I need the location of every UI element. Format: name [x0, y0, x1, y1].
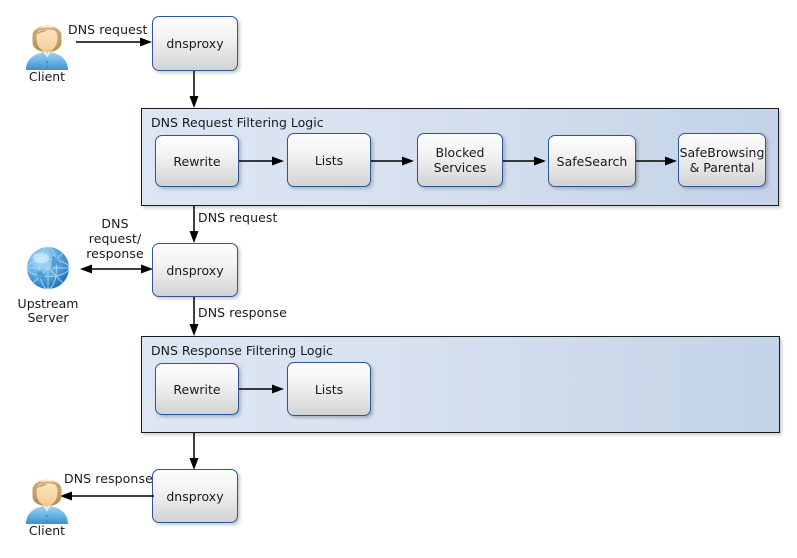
edge-label-proxy-to-response-group: DNS response: [198, 305, 287, 320]
edge-label-proxy-to-client: DNS response: [64, 471, 153, 486]
response-stage-rewrite[interactable]: Rewrite: [155, 363, 239, 415]
request-stage-safesearch[interactable]: SafeSearch: [548, 135, 636, 187]
arrow-dnsproxy-middle-to-response-group: [189, 297, 199, 336]
dns-response-filtering-title: DNS Response Filtering Logic: [151, 343, 333, 358]
arrow-response-group-to-dnsproxy-bottom: [189, 433, 199, 470]
dnsproxy-top[interactable]: dnsproxy: [152, 16, 238, 71]
arrow-lists-to-blocked-services: [371, 156, 414, 166]
arrow-dnsproxy-top-to-request-group: [189, 71, 199, 108]
upstream-server-caption: Upstream Server: [17, 296, 79, 325]
edge-label-upstream-exchange: DNS request/ response: [86, 216, 144, 261]
arrow-request-group-to-dnsproxy-middle: [189, 206, 199, 243]
arrow-rewrite-to-lists-response: [239, 384, 284, 394]
dnsproxy-middle[interactable]: dnsproxy: [152, 243, 238, 297]
client-icon: [18, 466, 76, 524]
arrow-client-to-dnsproxy-top: [76, 37, 152, 47]
request-stage-blocked-services[interactable]: Blocked Services: [417, 133, 503, 187]
request-stage-lists[interactable]: Lists: [287, 133, 371, 187]
globe-icon: [22, 242, 74, 294]
request-stage-safebrowsing-parental[interactable]: SafeBrowsing & Parental: [678, 133, 766, 187]
dnsproxy-bottom[interactable]: dnsproxy: [152, 469, 238, 523]
arrow-rewrite-to-lists-request: [239, 156, 284, 166]
edge-label-client-to-proxy: DNS request: [68, 22, 148, 37]
client-bottom-caption: Client: [28, 523, 66, 538]
arrow-dnsproxy-bottom-to-client: [60, 491, 154, 501]
client-top-caption: Client: [28, 69, 66, 84]
response-stage-lists[interactable]: Lists: [287, 362, 371, 416]
arrow-upstream-exchange: [80, 264, 153, 274]
dns-response-filtering-group: DNS Response Filtering Logic: [141, 336, 780, 433]
arrow-safesearch-to-safebrowsing: [636, 156, 677, 166]
dns-request-filtering-title: DNS Request Filtering Logic: [151, 115, 324, 130]
edge-label-proxy-to-request-group: DNS request: [198, 210, 278, 225]
arrow-blocked-services-to-safesearch: [503, 156, 546, 166]
request-stage-rewrite[interactable]: Rewrite: [155, 135, 239, 187]
client-icon: [18, 12, 76, 70]
